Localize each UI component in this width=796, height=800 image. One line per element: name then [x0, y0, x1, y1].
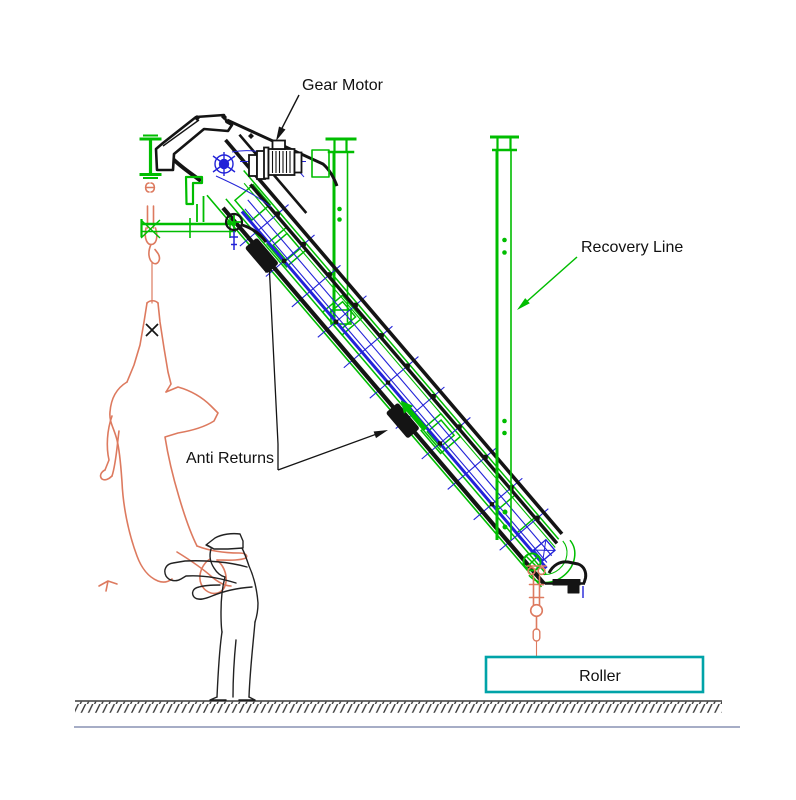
gear-motor-arrowhead: [276, 126, 286, 141]
worker-cap: [205, 532, 244, 550]
chute-fold-line: [162, 119, 200, 147]
carcass: [98, 299, 248, 595]
gear-motor: [248, 139, 303, 180]
worker-figure: [164, 532, 259, 701]
rail-clamp: [144, 182, 156, 193]
carcass-dangling-leg: [104, 415, 120, 477]
tail-hook-bracket: [545, 560, 588, 594]
conveyor-black-rails: [221, 133, 564, 586]
shackle-clamp-cross: [140, 219, 161, 239]
worker-face: [209, 548, 226, 578]
middle-post-pins: [337, 206, 342, 222]
hook-assembly: [144, 182, 161, 304]
recovery-post-pins: [502, 237, 508, 530]
entry-rail-curve: [241, 223, 268, 243]
conveyor-belt-lines: [239, 199, 556, 570]
trolley-pin: [230, 231, 238, 250]
chain-link-dots: [275, 211, 540, 521]
discharge-chute: [154, 113, 234, 172]
motor-fins: [271, 151, 291, 173]
motor-terminal-box: [271, 139, 286, 150]
hook: [148, 243, 161, 265]
carcass-hoof: [146, 299, 159, 304]
worker-chest: [220, 576, 226, 633]
belt-direction-arrow: [400, 400, 428, 432]
recovery-line-arrowhead: [517, 298, 530, 310]
worker-back: [241, 547, 259, 623]
carcass-second-leg-and-back: [164, 386, 219, 547]
tail-curve-outer: [528, 539, 576, 584]
carcass-belly-outline: [109, 381, 173, 583]
recovery-line-leader: [523, 256, 578, 305]
tail-assembly: [522, 552, 588, 677]
worker-arm-lower: [191, 584, 253, 600]
roller-label: Roller: [579, 668, 621, 685]
carcass-hind-leg-right-edge: [157, 302, 172, 393]
gear-motor-label: Gear Motor: [302, 77, 384, 94]
conveyor-green-frame: [206, 170, 576, 588]
recovery-line-label: Recovery Line: [581, 239, 683, 256]
left-hanger-post: [139, 134, 162, 179]
worker-feet: [209, 696, 256, 701]
head-guard-edge: [226, 118, 339, 187]
head-green-fittings: [140, 149, 330, 239]
anti-returns-label: Anti Returns: [186, 450, 274, 467]
shackle-loop: [144, 227, 158, 246]
anti-returns-arrowhead-lower: [373, 430, 388, 439]
callouts: Gear Motor Recovery Line Anti Returns: [186, 77, 683, 471]
gear-motor-leader: [278, 94, 300, 135]
roller-callout-box: Roller: [484, 655, 705, 694]
anti-return-device-upper: [245, 238, 278, 273]
carcass-bottom-hoof: [98, 580, 118, 592]
worker-legs: [216, 621, 256, 698]
carcass-hind-leg-left-edge: [126, 302, 148, 383]
ground-hatching: [75, 701, 722, 713]
ground: [74, 700, 740, 728]
inclined-conveyor: [206, 133, 576, 588]
anti-return-device-lower: [386, 403, 419, 438]
roller-box-border: [484, 655, 705, 694]
carcass-dangling-hoof: [99, 469, 113, 481]
recovery-line-post: [490, 135, 519, 540]
head-assembly: [140, 113, 339, 250]
x-mark: [145, 323, 159, 337]
anti-returns-leaders: [268, 261, 386, 471]
flag-bracket: [184, 175, 204, 206]
trolley-wheel-cross: [226, 214, 242, 230]
trolley-wheel: [224, 212, 244, 232]
anti-returns-arrowhead-upper: [265, 258, 273, 273]
carcass-foreleg-lower: [176, 551, 232, 587]
worker-arm-upper: [164, 560, 248, 584]
frame-joint-dots: [194, 114, 303, 158]
arm-hanger: [196, 196, 205, 222]
